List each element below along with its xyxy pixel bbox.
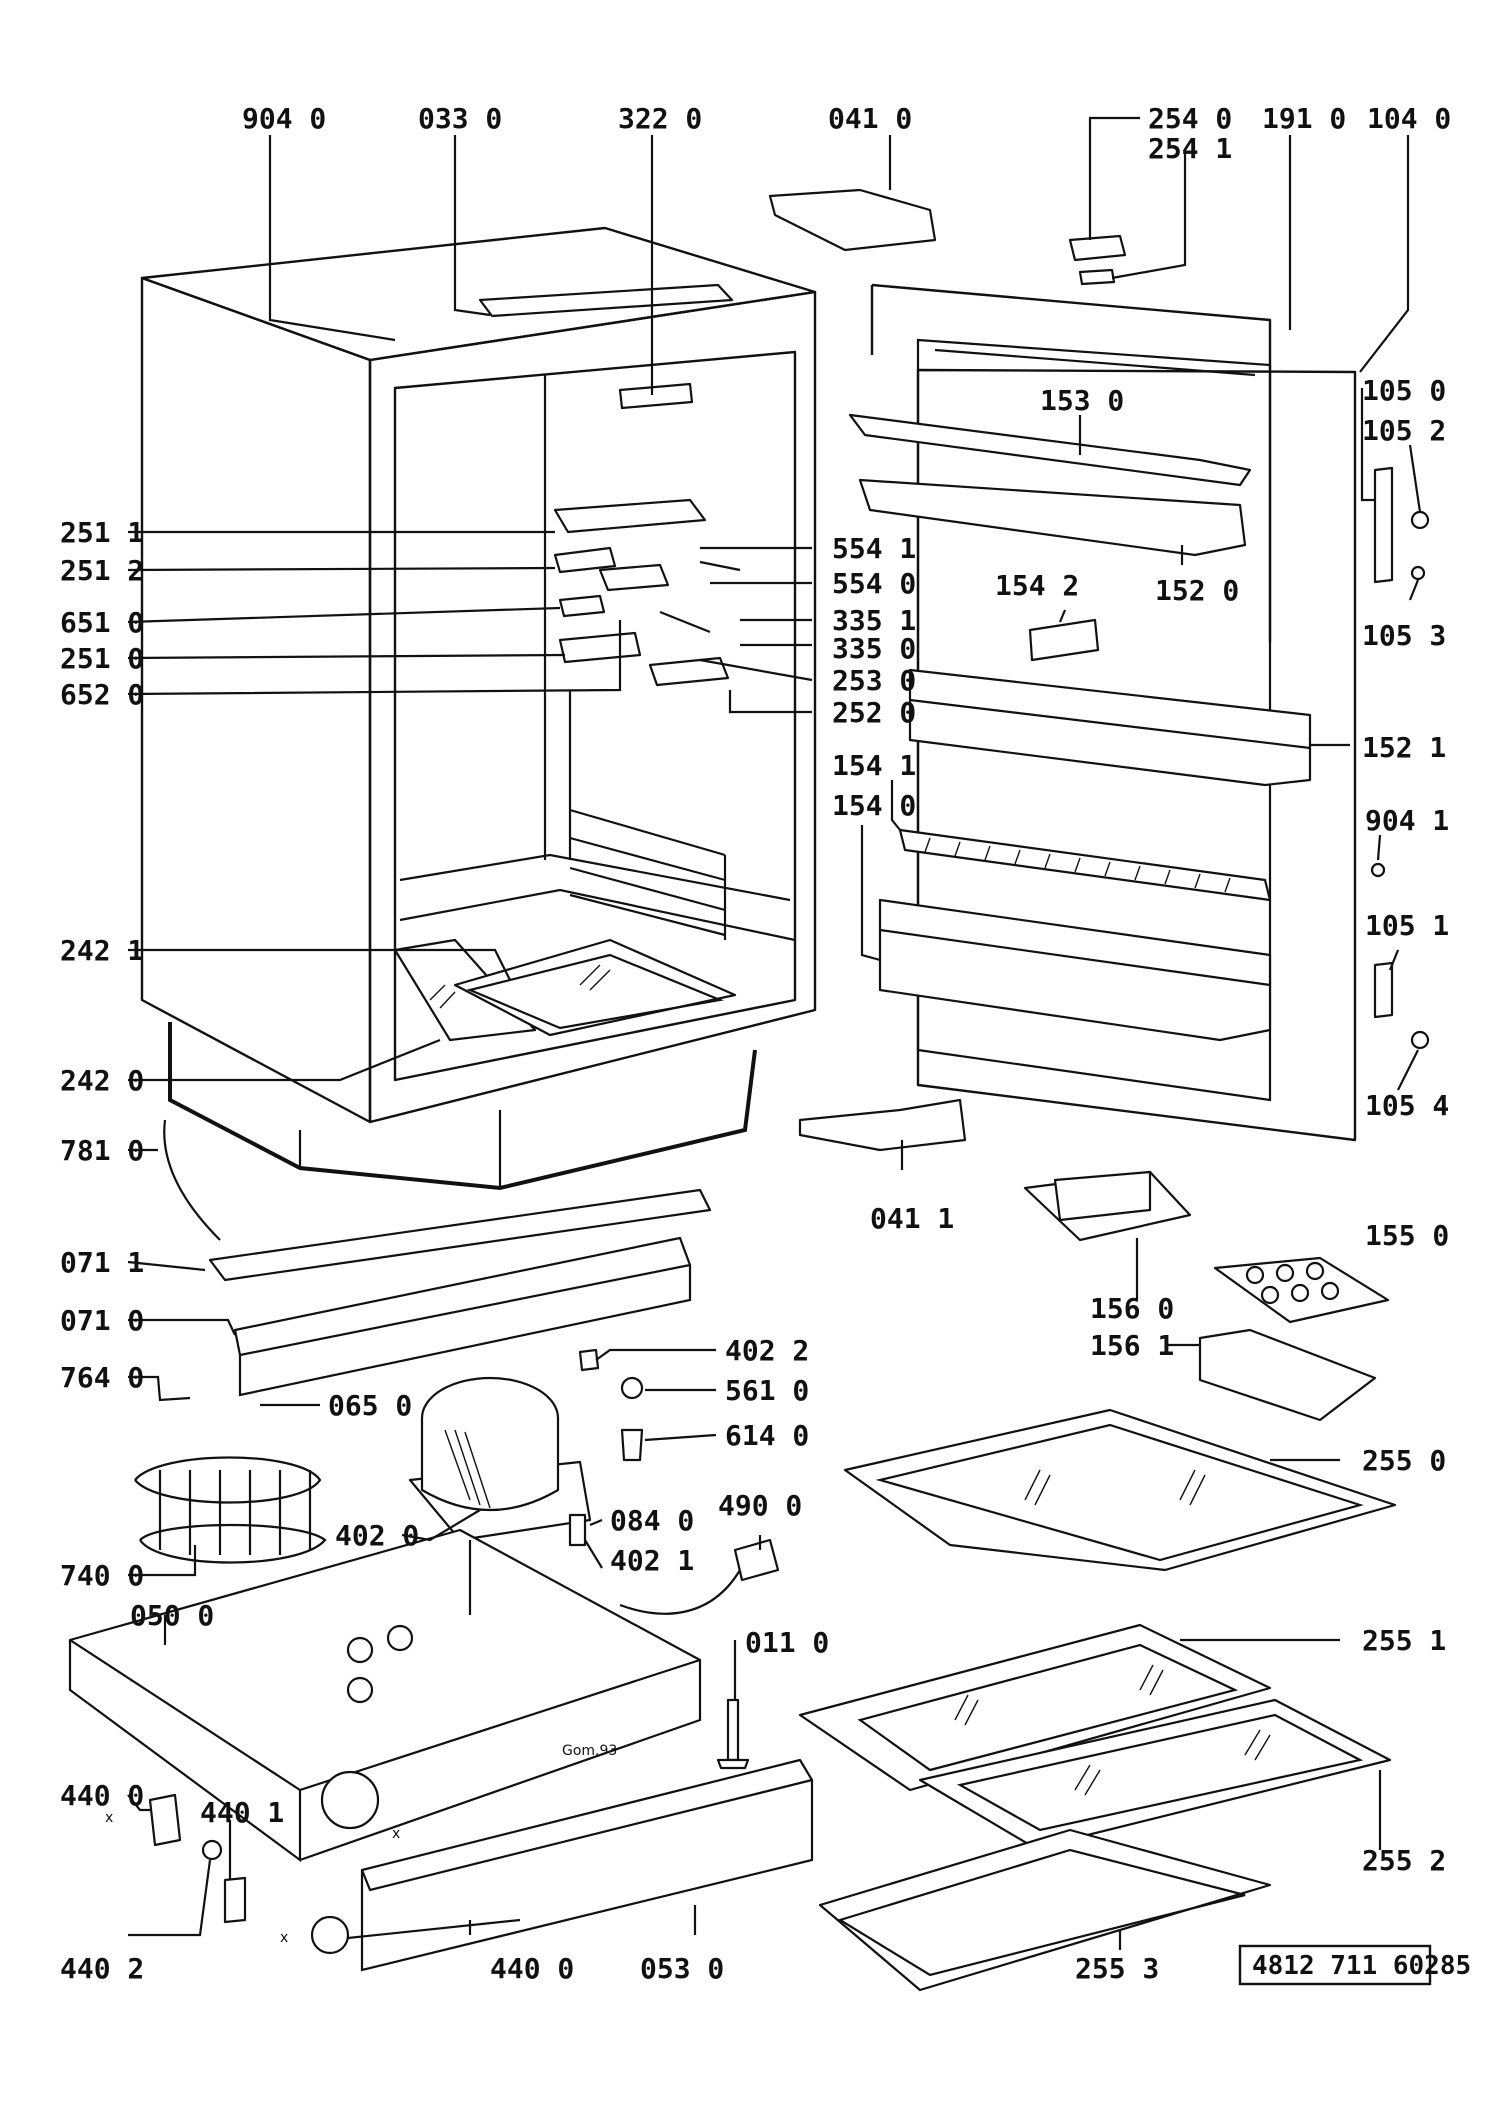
label-191-0: 191 0 (1262, 102, 1346, 135)
label-105-1: 105 1 (1365, 909, 1449, 942)
x-mark: x (105, 1810, 113, 1826)
label-740-0: 740 0 (60, 1559, 144, 1592)
label-402-1: 402 1 (610, 1544, 694, 1577)
label-242-1: 242 1 (60, 934, 144, 967)
label-152-0: 152 0 (1155, 574, 1239, 607)
label-255-1: 255 1 (1362, 1624, 1446, 1657)
label-254-1: 254 1 (1148, 132, 1232, 165)
x-mark: x (392, 1826, 400, 1842)
label-071-1: 071 1 (60, 1246, 144, 1279)
label-554-0: 554 0 (832, 567, 916, 600)
label-154-1: 154 1 (832, 749, 916, 782)
label-105-4: 105 4 (1365, 1089, 1449, 1122)
label-440-1: 440 1 (200, 1796, 284, 1829)
label-904-1: 904 1 (1365, 804, 1449, 837)
label-251-0: 251 0 (60, 642, 144, 675)
label-255-3: 255 3 (1075, 1952, 1159, 1985)
label-490-0: 490 0 (718, 1489, 802, 1522)
label-402-2: 402 2 (725, 1334, 809, 1367)
cabinet-body (140, 226, 817, 1191)
label-255-2: 255 2 (1362, 1844, 1446, 1877)
label-254-0: 254 0 (1148, 102, 1232, 135)
x-mark: x (280, 1930, 288, 1946)
label-335-0: 335 0 (832, 632, 916, 665)
label-053-0: 053 0 (640, 1952, 724, 1985)
label-065-0: 065 0 (328, 1389, 412, 1422)
label-242-0: 242 0 (60, 1064, 144, 1097)
lower-assembly (68, 1119, 814, 1972)
label-156-0: 156 0 (1090, 1292, 1174, 1325)
label-253-0: 253 0 (832, 664, 916, 697)
label-105-3: 105 3 (1362, 619, 1446, 652)
label-011-0: 011 0 (745, 1626, 829, 1659)
label-904-0: 904 0 (242, 102, 326, 135)
glass-shelves (798, 1170, 1397, 1992)
label-440-2: 440 2 (60, 1952, 144, 1985)
label-105-2: 105 2 (1362, 414, 1446, 447)
label-335-1: 335 1 (832, 604, 916, 637)
label-156-1: 156 1 (1090, 1329, 1174, 1362)
label-104-0: 104 0 (1367, 102, 1451, 135)
label-255-0: 255 0 (1362, 1444, 1446, 1477)
label-554-1: 554 1 (832, 532, 916, 565)
label-152-1: 152 1 (1362, 731, 1446, 764)
label-781-0: 781 0 (60, 1134, 144, 1167)
label-084-0: 084 0 (610, 1504, 694, 1537)
leader-lines (127, 116, 1422, 1950)
label-440-0-top: 440 0 (60, 1779, 144, 1812)
label-041-1: 041 1 (870, 1202, 954, 1235)
document-code-box: 4812 711 60285 (1238, 1944, 1471, 1986)
label-033-0: 033 0 (418, 102, 502, 135)
door-panel (768, 188, 1430, 1152)
label-652-0: 652 0 (60, 678, 144, 711)
label-251-2: 251 2 (60, 554, 144, 587)
label-651-0: 651 0 (60, 606, 144, 639)
label-154-2: 154 2 (995, 569, 1079, 602)
part-labels: 904 0 033 0 322 0 041 0 254 0 254 1 191 … (60, 102, 1451, 1985)
label-153-0: 153 0 (1040, 384, 1124, 417)
tray-stamp: Gom.93 (562, 1743, 617, 1759)
document-code: 4812 711 60285 (1252, 1951, 1471, 1981)
label-251-1: 251 1 (60, 516, 144, 549)
label-322-0: 322 0 (618, 102, 702, 135)
label-071-0: 071 0 (60, 1304, 144, 1337)
label-155-0: 155 0 (1365, 1219, 1449, 1252)
label-614-0: 614 0 (725, 1419, 809, 1452)
label-440-0-bottom: 440 0 (490, 1952, 574, 1985)
label-764-0: 764 0 (60, 1361, 144, 1394)
label-105-0: 105 0 (1362, 374, 1446, 407)
label-561-0: 561 0 (725, 1374, 809, 1407)
label-041-0: 041 0 (828, 102, 912, 135)
label-154-0: 154 0 (832, 789, 916, 822)
label-402-0: 402 0 (335, 1519, 419, 1552)
label-252-0: 252 0 (832, 696, 916, 729)
label-050-0: 050 0 (130, 1599, 214, 1632)
